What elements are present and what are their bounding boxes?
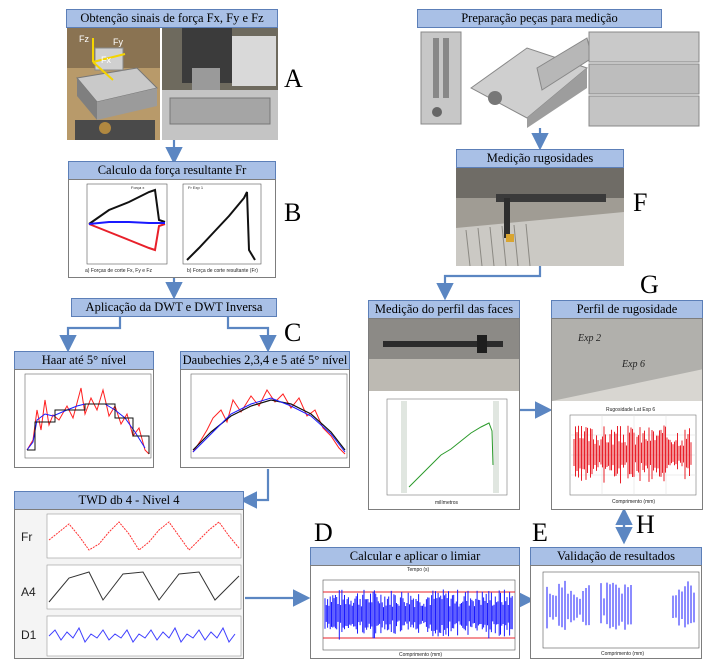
g-panel: Exp 2 Exp 6 Rugosidade Lat Exp 6 Comprim…: [551, 318, 703, 510]
letter-h: H: [636, 510, 655, 539]
step-a-header: Obtenção sinais de força Fx, Fy e Fz: [66, 9, 278, 28]
step-e-title: Validação de resultados: [556, 549, 675, 563]
legend-fr-exp1: Fr Exp 1: [188, 185, 204, 190]
twd-row-fr: Fr: [21, 530, 33, 544]
letter-e: E: [532, 518, 548, 547]
letter-b: B: [284, 198, 302, 227]
step-e-header: Validação de resultados: [530, 547, 702, 566]
letter-c: C: [284, 318, 302, 347]
milling-machine-photo: [162, 28, 278, 140]
haar-chart: [14, 369, 154, 468]
letter-f: F: [633, 188, 648, 217]
twd-title: TWD db 4 - Nivel 4: [78, 493, 180, 507]
letter-a: A: [284, 64, 303, 93]
letter-g: G: [640, 270, 659, 299]
step-g-header: Perfil de rugosidade: [551, 300, 703, 319]
twd-panel: Fr A4 D1: [14, 509, 244, 659]
step-g-title: Perfil de rugosidade: [576, 302, 678, 316]
step-f-title: Medição rugosidades: [486, 151, 594, 165]
arrow-c-haar: [59, 316, 122, 353]
fx-label: Fx: [101, 55, 111, 65]
daubechies-chart: [180, 369, 350, 468]
fy-label: Fy: [113, 37, 123, 47]
e-xlabel: Comprimento (mm): [601, 651, 645, 657]
step-b-header: Calculo da força resultante Fr: [68, 161, 276, 180]
resultant-force-panel: Força x Fr Exp 1 a) Forças de corte Fx, …: [68, 179, 276, 278]
step-d-header: Calcular e aplicar o limiar: [310, 547, 520, 566]
prep-title: Preparação peças para medição: [461, 11, 618, 25]
perfil-xlabel: milímetros: [435, 500, 459, 506]
step-d-title: Calcular e aplicar o limiar: [349, 549, 481, 563]
step-a-title: Obtenção sinais de força Fx, Fy e Fz: [80, 11, 264, 25]
prep-header: Preparação peças para medição: [417, 9, 662, 28]
twd-header: TWD db 4 - Nivel 4: [14, 491, 244, 510]
perfil-header: Medição do perfil das faces: [368, 300, 520, 319]
step-c-header: Aplicação da DWT e DWT Inversa: [71, 298, 277, 317]
fz-label: Fz: [79, 34, 89, 44]
profilometer-photo: [456, 168, 624, 266]
letter-d: D: [314, 518, 333, 547]
daub-title: Daubechies 2,3,4 e 5 até 5° nível: [182, 353, 348, 367]
daub-header: Daubechies 2,3,4 e 5 até 5° nível: [180, 351, 350, 370]
step-c-title: Aplicação da DWT e DWT Inversa: [85, 300, 263, 314]
caption-resultant: b) Força de corte resultante (Fr): [187, 268, 258, 274]
validation-chart: Comprimento (mm): [530, 565, 702, 659]
step-b-title: Calculo da força resultante Fr: [97, 163, 247, 177]
arrow-f-perfil: [436, 265, 542, 301]
g-xlabel: Comprimento (mm): [612, 499, 656, 505]
threshold-chart: Tempo (s) Comprimento (mm): [310, 565, 520, 659]
arrow-c-daub: [226, 316, 277, 353]
perfil-title: Medição do perfil das faces: [374, 302, 514, 316]
caption-forces: a) Forças de corte Fx, Fy e Fz: [85, 268, 152, 274]
haar-header: Haar até 5° nível: [14, 351, 154, 370]
arrow-daub-twd: [239, 469, 270, 509]
d-top-axis: Tempo (s): [407, 567, 430, 573]
twd-row-d1: D1: [21, 628, 37, 642]
g-chart-title: Rugosidade Lat Exp 6: [606, 407, 656, 413]
g-photo-text1: Exp 2: [578, 333, 602, 344]
d-bottom-axis: Comprimento (mm): [399, 652, 443, 658]
parts-photo: [417, 28, 701, 128]
perfil-panel: milímetros: [368, 318, 520, 510]
twd-row-a4: A4: [21, 585, 36, 599]
legend-force-x: Força x: [131, 185, 145, 190]
haar-title: Haar até 5° nível: [41, 353, 127, 367]
step-f-header: Medição rugosidades: [456, 149, 624, 168]
g-photo-text2: Exp 6: [622, 359, 646, 370]
dynamometer-photo: Fx Fy Fz: [67, 28, 160, 140]
